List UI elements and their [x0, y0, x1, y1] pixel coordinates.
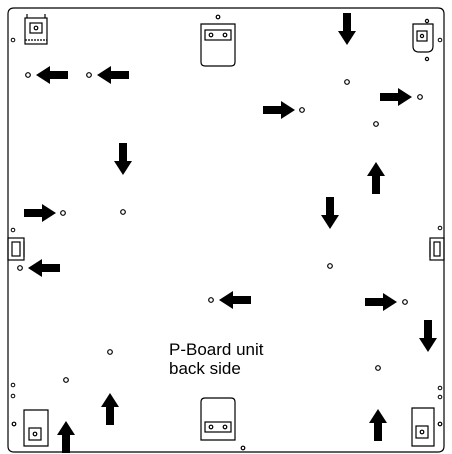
bracket-top-center: [200, 14, 236, 67]
screw-hole: [208, 297, 214, 303]
arrow-left-1: [36, 66, 68, 84]
arrow-left-3: [28, 259, 60, 277]
arrow-left-2: [97, 66, 129, 84]
arrow-left-4: [219, 291, 251, 309]
arrow-right-3: [24, 204, 56, 222]
board-label-line2: back side: [169, 359, 241, 378]
arrows-layer: [24, 13, 437, 453]
bracket-bottom-center: [200, 397, 246, 451]
board-outline: [7, 7, 445, 453]
arrow-right-2: [263, 101, 295, 119]
arrow-right-4: [365, 293, 397, 311]
screw-hole: [327, 263, 333, 269]
connector-right-middle: [429, 237, 445, 261]
arrow-down-1: [338, 13, 356, 45]
left-edge-notches: [10, 37, 16, 399]
arrow-down-2: [114, 143, 132, 175]
bracket-bottom-right: [411, 407, 443, 447]
arrow-up-4: [369, 409, 387, 441]
screw-hole: [17, 265, 23, 271]
arrow-down-4: [419, 320, 437, 352]
arrow-up-1: [367, 162, 385, 194]
bracket-bottom-left: [11, 409, 49, 447]
screw-hole: [86, 72, 92, 78]
screw-hole: [63, 377, 69, 383]
arrow-up-3: [57, 421, 75, 453]
connector-left-middle: [7, 237, 25, 261]
arrow-right-1: [380, 88, 412, 106]
screw-hole: [344, 79, 350, 85]
screw-hole: [417, 94, 423, 100]
screw-hole: [373, 121, 379, 127]
screw-hole: [25, 72, 31, 78]
board-label: P-Board unit back side: [169, 340, 264, 378]
bracket-top-left: [24, 14, 48, 45]
screw-holes: [17, 72, 423, 383]
bracket-top-right: [412, 18, 434, 62]
arrow-down-3: [321, 197, 339, 229]
screw-hole: [402, 299, 408, 305]
screw-hole: [60, 210, 66, 216]
screw-hole: [375, 365, 381, 371]
arrow-up-2: [101, 393, 119, 425]
board-label-line1: P-Board unit: [169, 340, 264, 359]
right-edge-notches: [437, 37, 443, 400]
screw-hole: [120, 209, 126, 215]
screw-hole: [107, 349, 113, 355]
screw-hole: [299, 107, 305, 113]
